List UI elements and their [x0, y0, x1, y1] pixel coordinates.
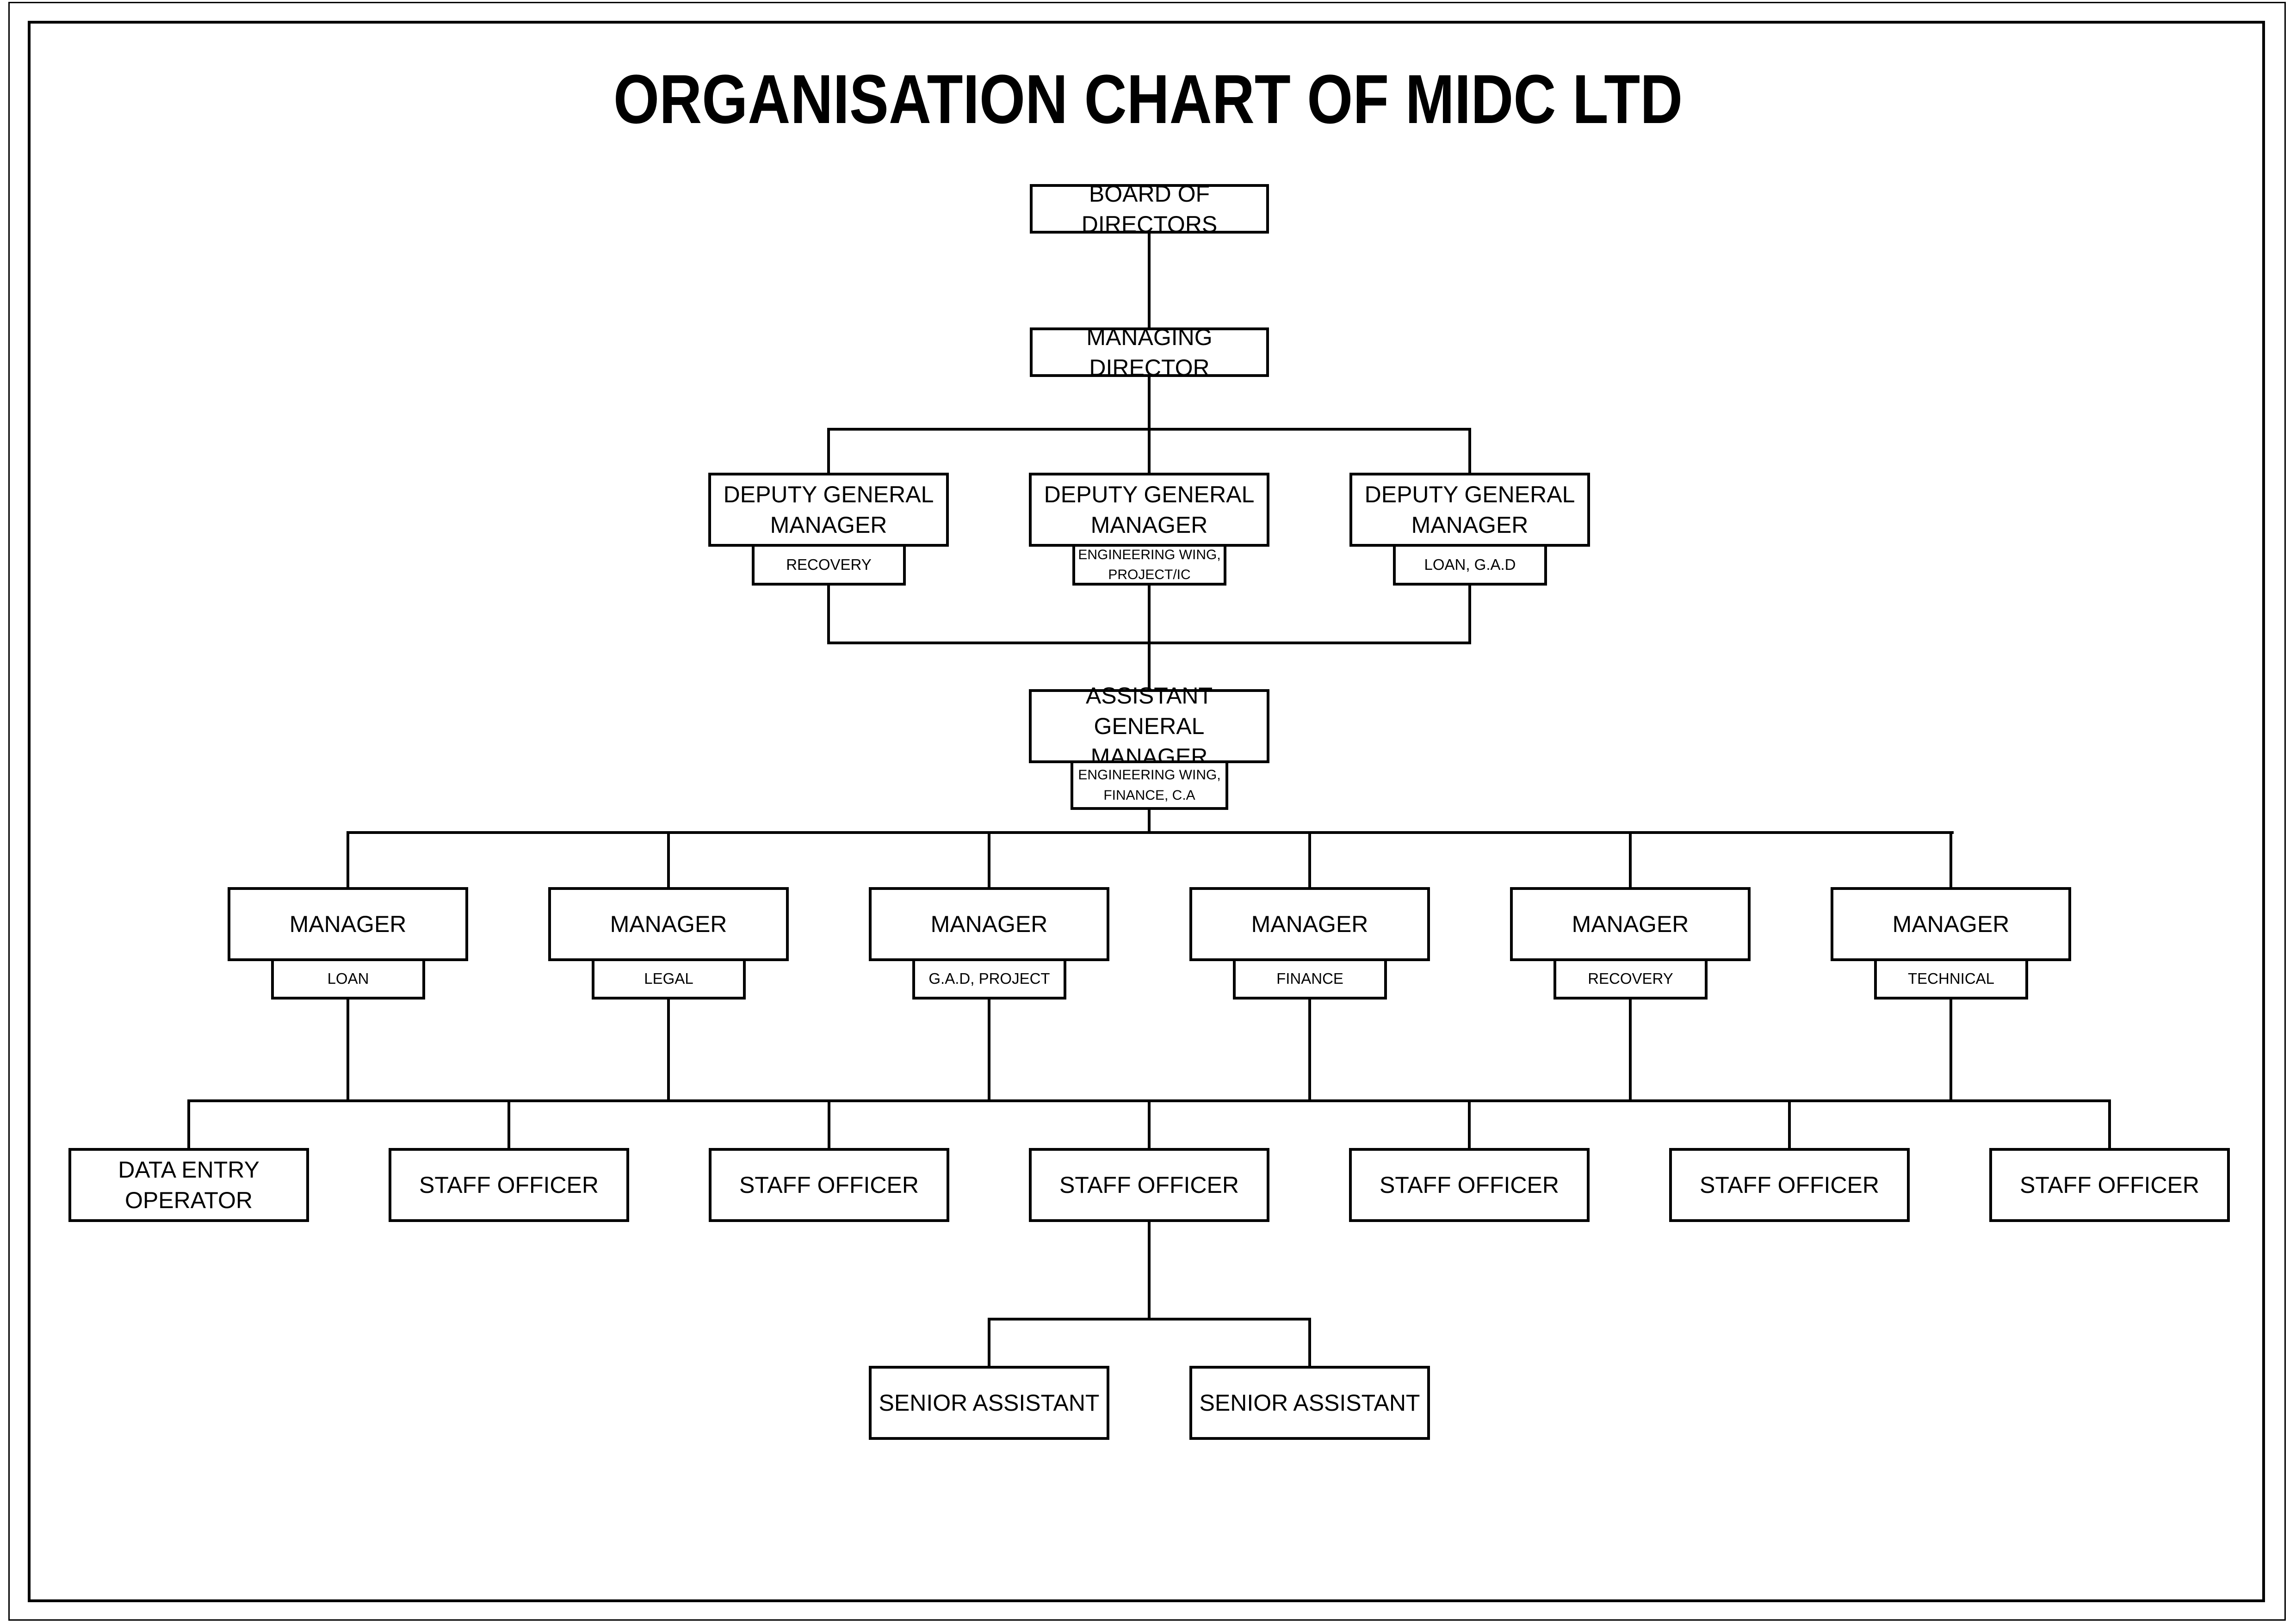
box-label: STAFF OFFICER: [1700, 1172, 1879, 1198]
connector-line: [1148, 810, 1151, 834]
connector-line: [827, 586, 830, 644]
box-manager-loan: MANAGER: [228, 887, 468, 961]
connector-line: [1949, 1000, 1952, 1102]
connector-line: [1788, 1099, 1791, 1148]
connector-line: [1148, 377, 1151, 475]
box-label: MANAGER: [610, 911, 727, 937]
box-label: STAFF OFFICER: [2020, 1172, 2199, 1198]
connector-line: [1148, 1099, 1151, 1148]
box-manager-gad-project: MANAGER: [869, 887, 1109, 961]
dept-tag-manager-gad-project: G.A.D, PROJECT: [912, 958, 1066, 1000]
box-label: STAFF OFFICER: [1380, 1172, 1559, 1198]
dept-tag-manager-recovery: RECOVERY: [1553, 958, 1708, 1000]
connector-line: [507, 1099, 510, 1148]
box-dgm-recovery: DEPUTY GENERAL MANAGER: [708, 473, 949, 547]
connector-line: [828, 1099, 830, 1148]
box-senior-assistant-2: SENIOR ASSISTANT: [1189, 1366, 1430, 1440]
box-label: DEPUTY GENERAL MANAGER: [1044, 481, 1255, 538]
box-label: DEPUTY GENERAL MANAGER: [723, 481, 934, 538]
box-label: MANAGER: [1572, 911, 1689, 937]
page-title: ORGANISATION CHART OF MIDC LTD: [0, 59, 2296, 139]
box-label: MANAGING DIRECTOR: [1086, 324, 1213, 381]
connector-line: [1148, 234, 1151, 327]
connector-line: [1148, 1222, 1151, 1319]
connector-line: [667, 831, 670, 887]
dept-label: LEGAL: [644, 970, 693, 987]
box-label: MANAGER: [289, 911, 407, 937]
box-staff-officer-4: STAFF OFFICER: [1349, 1148, 1590, 1222]
connector-line: [347, 831, 349, 887]
dept-label: ENGINEERING WING, PROJECT/IC: [1078, 547, 1221, 583]
dept-tag-dgm-recovery: RECOVERY: [752, 544, 906, 586]
dept-tag-dgm-loan-gad: LOAN, G.A.D: [1393, 544, 1547, 586]
box-label: DATA ENTRY OPERATOR: [118, 1157, 260, 1213]
box-managing-director: MANAGING DIRECTOR: [1030, 324, 1269, 381]
connector-line: [1949, 831, 1952, 887]
box-staff-officer-3: STAFF OFFICER: [1029, 1148, 1269, 1222]
dept-label: LOAN: [327, 970, 369, 987]
box-dgm-engineering: DEPUTY GENERAL MANAGER: [1029, 473, 1269, 547]
box-dgm-loan-gad: DEPUTY GENERAL MANAGER: [1349, 473, 1590, 547]
box-label: STAFF OFFICER: [1059, 1172, 1239, 1198]
box-manager-legal: MANAGER: [548, 887, 789, 961]
connector-line: [988, 1318, 1311, 1321]
dept-label: G.A.D, PROJECT: [928, 970, 1050, 987]
outer-border-frame: [8, 2, 2286, 1621]
connector-line: [347, 1000, 349, 1102]
box-manager-recovery: MANAGER: [1510, 887, 1751, 961]
dept-label: RECOVERY: [1588, 970, 1673, 987]
box-senior-assistant-1: SENIOR ASSISTANT: [869, 1366, 1109, 1440]
box-label: SENIOR ASSISTANT: [879, 1390, 1100, 1416]
box-label: MANAGER: [1251, 911, 1368, 937]
connector-line: [1308, 1318, 1311, 1366]
connector-line: [1468, 428, 1471, 473]
dept-tag-manager-legal: LEGAL: [592, 958, 746, 1000]
dept-label: LOAN, G.A.D: [1424, 555, 1516, 573]
box-manager-technical: MANAGER: [1831, 887, 2071, 961]
dept-label: FINANCE: [1276, 970, 1343, 987]
dept-label: TECHNICAL: [1907, 970, 1995, 987]
box-label: BOARD OF DIRECTORS: [1081, 180, 1218, 237]
box-staff-officer-1: STAFF OFFICER: [389, 1148, 629, 1222]
dept-label: ENGINEERING WING, FINANCE, C.A: [1078, 767, 1221, 803]
connector-line: [988, 1000, 990, 1102]
connector-line: [827, 428, 1471, 431]
dept-tag-manager-loan: LOAN: [271, 958, 425, 1000]
box-staff-officer-2: STAFF OFFICER: [709, 1148, 949, 1222]
box-manager-finance: MANAGER: [1189, 887, 1430, 961]
connector-line: [347, 831, 1954, 834]
dept-tag-dgm-engineering: ENGINEERING WING, PROJECT/IC: [1072, 544, 1226, 586]
box-label: ASSISTANT GENERAL MANAGER: [1085, 683, 1213, 770]
box-label: MANAGER: [1892, 911, 2010, 937]
box-label: STAFF OFFICER: [419, 1172, 599, 1198]
box-label: STAFF OFFICER: [739, 1172, 919, 1198]
box-label: MANAGER: [930, 911, 1048, 937]
box-data-entry-operator: DATA ENTRY OPERATOR: [68, 1148, 309, 1222]
box-staff-officer-6: STAFF OFFICER: [1989, 1148, 2230, 1222]
connector-line: [1308, 1000, 1311, 1102]
page-title-text: ORGANISATION CHART OF MIDC LTD: [613, 60, 1683, 138]
connector-line: [1148, 586, 1151, 692]
connector-line: [1308, 831, 1311, 887]
dept-label: RECOVERY: [786, 555, 872, 573]
dept-tag-manager-finance: FINANCE: [1233, 958, 1387, 1000]
connector-line: [2108, 1099, 2111, 1148]
connector-line: [1629, 831, 1632, 887]
box-label: DEPUTY GENERAL MANAGER: [1364, 481, 1575, 538]
inner-border-frame: [28, 21, 2265, 1602]
connector-line: [187, 1099, 190, 1148]
connector-line: [1468, 1099, 1471, 1148]
connector-line: [1468, 586, 1471, 644]
dept-tag-agm: ENGINEERING WING, FINANCE, C.A: [1071, 760, 1228, 810]
box-staff-officer-5: STAFF OFFICER: [1669, 1148, 1910, 1222]
dept-tag-manager-technical: TECHNICAL: [1874, 958, 2028, 1000]
connector-line: [667, 1000, 670, 1102]
connector-line: [1629, 1000, 1632, 1102]
box-board-of-directors: BOARD OF DIRECTORS: [1030, 181, 1269, 237]
connector-line: [988, 831, 990, 887]
box-label: SENIOR ASSISTANT: [1199, 1390, 1420, 1416]
connector-line: [827, 428, 830, 473]
connector-line: [988, 1318, 990, 1366]
box-agm: ASSISTANT GENERAL MANAGER: [1029, 683, 1269, 770]
